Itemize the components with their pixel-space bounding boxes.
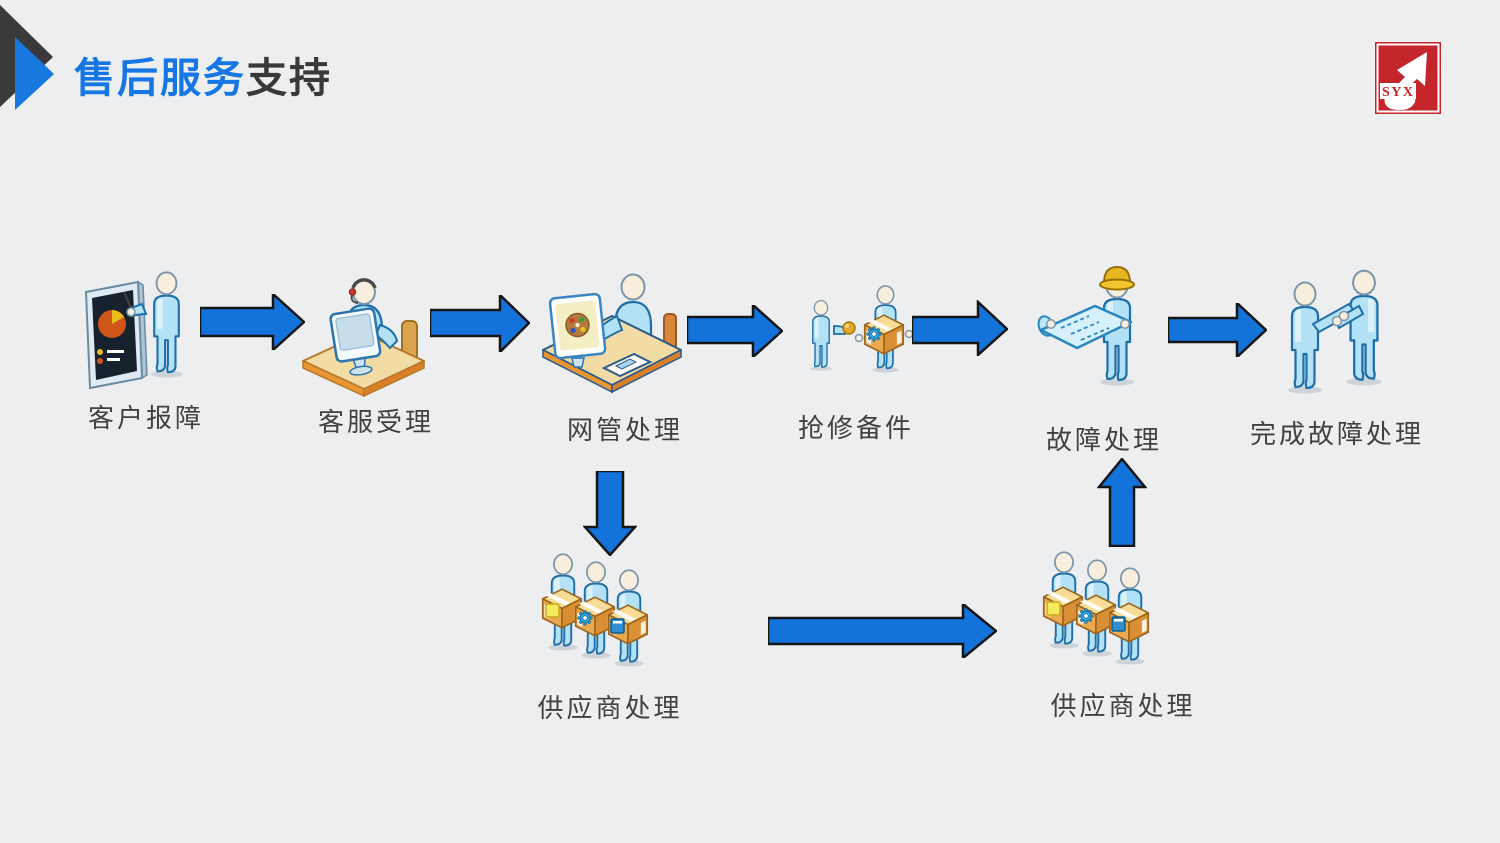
handshake-icon: [1286, 269, 1383, 394]
node-service-accept: 客服受理: [296, 275, 456, 437]
arrow-supplier-to-fault-up: [1097, 458, 1147, 547]
node-network-admin: 网管处理: [540, 270, 710, 445]
node-customer-report: 客户报障: [66, 262, 226, 434]
node-supplier-left: 供应商处理: [520, 550, 700, 723]
arrow-spareparts-to-fault: [912, 300, 1008, 356]
node-label: 故障处理: [1045, 426, 1162, 455]
title-accent-arrows: [0, 5, 54, 110]
node-fault-handling: 故障处理: [1024, 262, 1184, 455]
customer-report-icon: [84, 271, 184, 390]
page-title-rest: 支持: [246, 55, 332, 101]
node-spare-parts: 抢修备件: [776, 280, 936, 443]
fault-handling-icon: [1037, 265, 1136, 386]
arrow-network-to-spareparts: [687, 305, 783, 357]
page-title: 售后服务支持: [74, 44, 332, 104]
logo-text: SYX: [1382, 85, 1415, 100]
node-label: 完成故障处理: [1249, 420, 1424, 449]
node-complete: 完成故障处理: [1227, 258, 1447, 449]
node-label: 网管处理: [566, 416, 683, 445]
suppliers-icon: [541, 553, 649, 667]
node-label: 供应商处理: [537, 694, 683, 723]
node-label: 客户报障: [87, 404, 204, 433]
service-accept-icon: [302, 278, 425, 398]
arrow-fault-to-complete: [1168, 303, 1267, 357]
node-label: 供应商处理: [1050, 692, 1196, 721]
node-label: 抢修备件: [797, 414, 914, 443]
suppliers-icon: [1042, 551, 1150, 665]
network-admin-icon: [542, 273, 682, 394]
company-logo: SYX: [1375, 42, 1441, 114]
node-supplier-right: 供应商处理: [1033, 548, 1213, 721]
arrow-customer-to-service: [200, 294, 305, 350]
node-label: 客服受理: [317, 408, 434, 437]
arrow-service-to-network: [430, 295, 530, 352]
arrow-supplier-to-supplier: [768, 604, 997, 658]
spare-parts-icon: [809, 285, 914, 373]
page-title-highlight: 售后服务: [74, 55, 246, 101]
arrow-network-to-supplier-down: [583, 471, 637, 556]
